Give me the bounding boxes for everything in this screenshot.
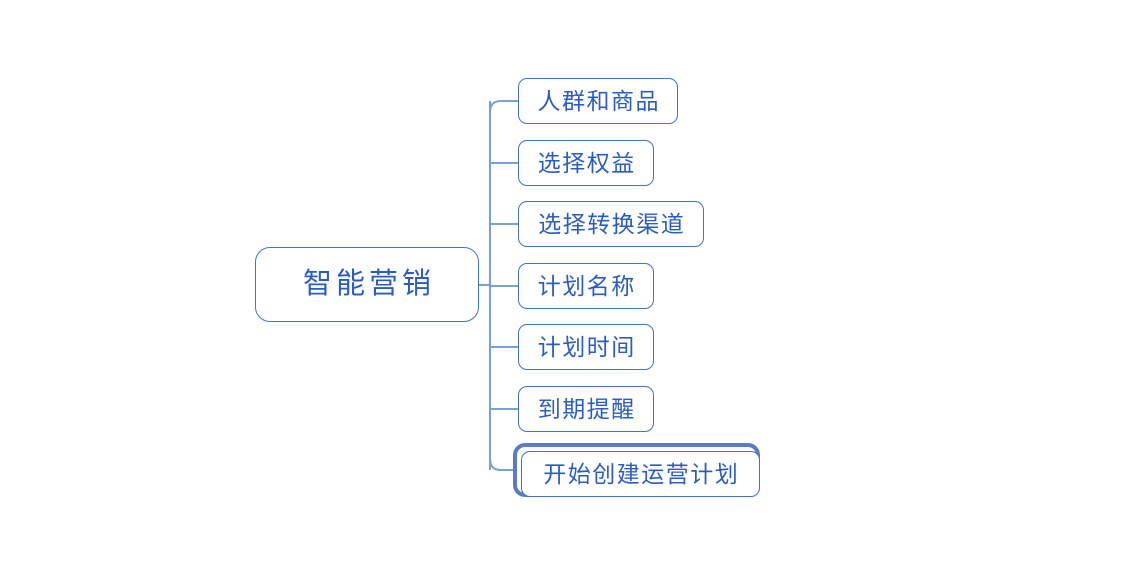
connector-elbow-1 xyxy=(488,99,518,113)
node-select-conversion-channel[interactable]: 选择转换渠道 xyxy=(518,201,704,247)
node-plan-name[interactable]: 计划名称 xyxy=(518,263,654,309)
node-start-create-operation-plan[interactable]: 开始创建运营计划 xyxy=(521,451,760,497)
node-plan-time[interactable]: 计划时间 xyxy=(518,324,654,370)
node-select-benefits[interactable]: 选择权益 xyxy=(518,140,654,186)
node-expiry-reminder[interactable]: 到期提醒 xyxy=(518,386,654,432)
node-audience-and-products[interactable]: 人群和商品 xyxy=(518,78,678,124)
selection-frame[interactable]: 开始创建运营计划 xyxy=(513,443,760,497)
root-node-intelligent-marketing[interactable]: 智能营销 xyxy=(255,247,479,322)
